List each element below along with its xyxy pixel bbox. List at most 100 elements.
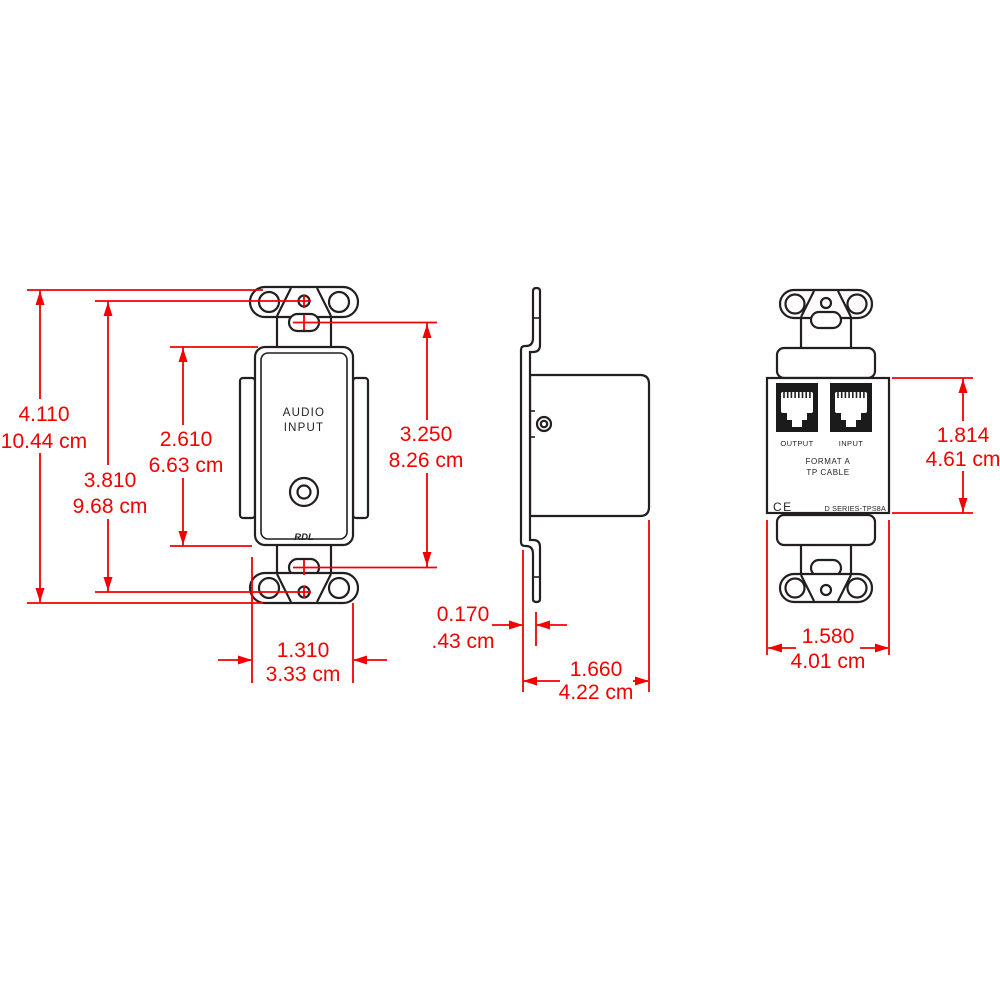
front-wing-right [351, 376, 370, 520]
rj45-input-opening [835, 392, 867, 413]
rj45-input-contacts [837, 392, 865, 398]
audio-jack-outer [288, 476, 320, 508]
front-wing-left [238, 376, 257, 520]
rj45-input-latch-slot [846, 420, 856, 427]
arrowhead-left [353, 655, 367, 665]
dim-value-cm: 8.26 cm [389, 449, 464, 472]
arrowhead-down [35, 588, 45, 602]
arrowhead-left [768, 643, 782, 653]
dim-value-cm: 9.68 cm [73, 495, 148, 518]
front-bottom-mount-hole-left [257, 576, 281, 600]
dim-depth: 1.660 4.22 cm [523, 520, 650, 704]
front-top-bend-left [276, 287, 292, 317]
decora-plate-outer [253, 345, 355, 547]
rear-neck-top [775, 346, 877, 380]
rear-top-mount-hole-left [784, 293, 806, 315]
rj45-output-opening [781, 392, 813, 413]
rear-bottom-mount-hole-right [846, 577, 868, 599]
arrowhead-down [958, 498, 968, 512]
arrowhead-down [103, 577, 113, 591]
rj45-input-jack: INPUT [830, 383, 872, 448]
dim-value-in: 3.810 [84, 469, 137, 492]
front-bottom-mount-hole-right [327, 576, 351, 600]
rear-view: OUTPUT INPUT FORMAT A TP CABLE CE D SERI… [765, 288, 891, 604]
front-bottom-bend-left [276, 573, 292, 603]
audio-jack-inner [296, 484, 312, 500]
dim-value-in: 1.814 [937, 424, 990, 447]
side-screw-outer [535, 415, 553, 433]
dim-value-cm: 4.01 cm [791, 650, 866, 673]
dim-body-height: 1.814 4.61 cm [892, 377, 1000, 514]
dim-value-cm: .43 cm [431, 630, 494, 653]
arrowhead-down [178, 531, 188, 545]
dim-value-in: 4.110 [19, 403, 70, 426]
rear-top-center-hole [819, 296, 833, 310]
arrowhead-up [958, 379, 968, 393]
plate-label-line1: AUDIO [283, 407, 325, 419]
arrowhead-up [103, 302, 113, 316]
dim-plate-opening-height: 2.610 6.63 cm [149, 346, 258, 547]
side-view [519, 286, 651, 604]
arrowhead-left [536, 620, 550, 630]
arrowhead-up [178, 348, 188, 362]
side-screw-inner [539, 419, 549, 429]
dim-mount-hole-spacing: 3.810 9.68 cm [73, 300, 311, 593]
dim-value-cm: 4.22 cm [559, 681, 634, 704]
dim-slot-spacing: 3.250 8.26 cm [293, 295, 463, 598]
rear-top-slot [809, 310, 843, 330]
rj45-input-step [841, 412, 861, 420]
plate-label-line2: INPUT [284, 422, 325, 434]
format-label-line2: TP CABLE [806, 468, 849, 477]
front-top-mount-hole-right [327, 290, 351, 314]
arrowhead-right [238, 655, 252, 665]
arrowhead-right [635, 676, 649, 686]
model-number: D SERIES-TPS8A [824, 504, 886, 513]
front-view: AUDIO INPUT RDL [238, 285, 370, 605]
rear-top-mount-hole-right [846, 293, 868, 315]
arrowhead-down [422, 552, 432, 566]
rj45-output-jack: OUTPUT [776, 383, 818, 448]
rear-bottom-mount-hole-left [784, 577, 806, 599]
dim-value-in: 3.250 [400, 423, 453, 446]
dim-value-in: 1.580 [802, 625, 855, 648]
dimensions-layer: 4.110 10.44 cm 3.810 9.68 cm 2.610 6.63 … [1, 289, 1000, 704]
front-top-bend-right [316, 287, 332, 317]
dim-value-in: 0.170 [437, 603, 490, 626]
rj45-output-step [787, 412, 807, 420]
rear-top-bend-right [837, 290, 852, 318]
dim-value-cm: 3.33 cm [266, 663, 341, 686]
front-bottom-bend-right [316, 573, 332, 603]
dim-value-in: 2.610 [160, 428, 213, 451]
arrowhead-up [422, 324, 432, 338]
side-enclosure-box [528, 373, 651, 518]
format-label-line1: FORMAT A [806, 457, 851, 466]
front-top-mount-hole-left [257, 290, 281, 314]
rear-top-bend-left [800, 290, 815, 318]
dim-body-width: 1.580 4.01 cm [766, 520, 890, 673]
rj45-output-latch-slot [792, 420, 802, 427]
rj45-output-contacts [783, 392, 811, 398]
arrowhead-left [523, 676, 537, 686]
rj45-output-label: OUTPUT [780, 439, 813, 448]
dim-plate-opening-width: 1.310 3.33 cm [218, 557, 387, 686]
arrowhead-right [509, 620, 523, 630]
arrowhead-right [875, 643, 889, 653]
dim-value-cm: 4.61 cm [926, 448, 1000, 471]
side-mount-bracket [519, 286, 542, 604]
dim-value-cm: 10.44 cm [1, 430, 87, 453]
rear-neck-bottom [775, 513, 877, 547]
rear-bottom-center-hole [819, 583, 833, 597]
rear-bottom-bend-right [837, 574, 852, 602]
dim-value-in: 1.310 [277, 639, 330, 662]
dim-overall-height: 4.110 10.44 cm [1, 289, 263, 604]
rj45-input-label: INPUT [839, 439, 864, 448]
arrowhead-up [35, 291, 45, 305]
dim-value-cm: 6.63 cm [149, 454, 224, 477]
rear-bottom-bend-left [800, 574, 815, 602]
brand-logo: RDL [294, 532, 314, 543]
dim-value-in: 1.660 [570, 658, 623, 681]
dim-plate-thickness: 0.170 .43 cm [431, 550, 567, 692]
decora-plate-inner [260, 352, 348, 540]
